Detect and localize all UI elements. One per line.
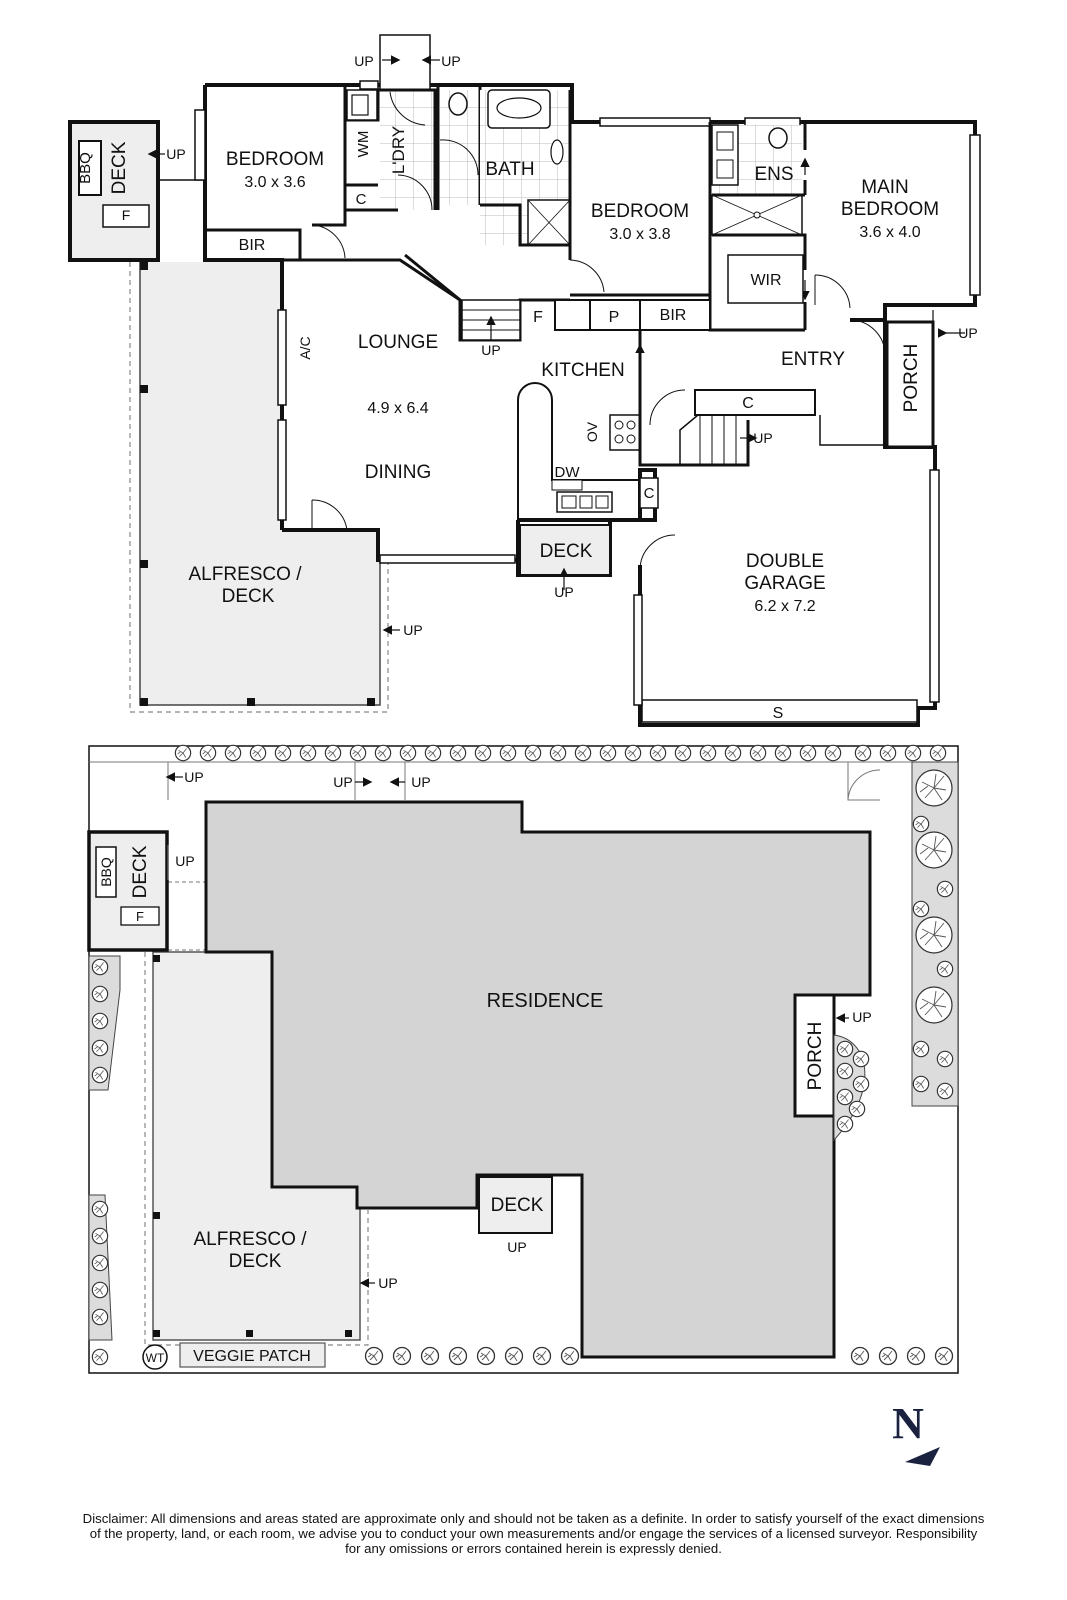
site-up-top-left: UP (184, 769, 203, 785)
wm-label: WM (355, 131, 372, 158)
dining-label: DINING (365, 462, 432, 483)
bath-label: BATH (485, 159, 534, 180)
north-compass: N (892, 1399, 940, 1466)
garage-line2: GARAGE (744, 573, 825, 594)
garage-size: 6.2 x 7.2 (754, 598, 815, 615)
alfresco-line2: DECK (222, 586, 275, 607)
lounge-label: LOUNGE (358, 332, 438, 353)
disclaimer-line-2: of the property, land, or each room, we … (89, 1526, 978, 1541)
up-label-kitchen-deck: UP (554, 584, 573, 600)
linen-label: F (533, 309, 543, 326)
residence-footprint (204, 800, 872, 1359)
up-label-top-right: UP (441, 53, 460, 69)
porch-label: PORCH (901, 344, 922, 413)
site-alfresco-line2: DECK (229, 1251, 282, 1272)
site-alfresco-line1: ALFRESCO / (194, 1229, 308, 1250)
ac-label: A/C (297, 336, 313, 359)
laundry-cupboard-label: C (356, 191, 367, 208)
up-label-entry: UP (753, 430, 772, 446)
site-bbq-label: BBQ (98, 857, 114, 887)
pantry-label: P (609, 309, 620, 326)
kitchen-deck-label: DECK (540, 541, 593, 562)
wt-label: WT (146, 1351, 165, 1365)
kitchen-cupboard-label: C (644, 485, 655, 502)
garage-line1: DOUBLE (746, 551, 824, 572)
up-label-porch: UP (958, 325, 977, 341)
bedroom-2-size: 3.0 x 3.8 (609, 226, 670, 243)
bir-label: BIR (239, 237, 266, 254)
floor-plan: BEDROOM 3.0 x 3.6 BIR WM C L'DRY BATH BE… (68, 34, 981, 727)
site-up-top-a: UP (333, 774, 352, 790)
up-label-lounge: UP (481, 342, 500, 358)
bedroom-2-label: BEDROOM (591, 201, 689, 222)
lounge-size: 4.9 x 6.4 (367, 400, 428, 417)
bedroom-1-size: 3.0 x 3.6 (244, 174, 305, 191)
up-label-top-left: UP (354, 53, 373, 69)
site-up-deck: UP (507, 1239, 526, 1255)
entry-cupboard-label: C (742, 395, 754, 412)
side-deck-label: DECK (109, 141, 130, 194)
disclaimer-line-1: Disclaimer: All dimensions and areas sta… (82, 1511, 985, 1526)
entry-label: ENTRY (781, 349, 845, 370)
veggie-patch-label: VEGGIE PATCH (193, 1348, 311, 1365)
main-bedroom-line1: MAIN (861, 177, 909, 198)
site-porch-label: PORCH (805, 1022, 826, 1091)
site-deck-label: DECK (491, 1195, 544, 1216)
wir-label: WIR (750, 272, 781, 289)
site-up-side-deck: UP (175, 853, 194, 869)
main-bedroom-line2: BEDROOM (841, 199, 939, 220)
north-icon: N (892, 1399, 924, 1448)
up-label-alfresco: UP (403, 622, 422, 638)
bedroom-1-label: BEDROOM (226, 149, 324, 170)
site-side-deck-label: DECK (130, 845, 151, 898)
ensuite-label: ENS (754, 164, 793, 185)
residence-label: RESIDENCE (487, 990, 604, 1012)
dishwasher-label: DW (555, 464, 581, 481)
water-tank (142, 1344, 168, 1370)
alfresco-line1: ALFRESCO / (189, 564, 303, 585)
kitchen-label: KITCHEN (541, 360, 624, 381)
bir-2-label: BIR (660, 307, 687, 324)
main-bedroom-size: 3.6 x 4.0 (859, 224, 920, 241)
garage-storage-label: S (773, 705, 784, 722)
site-up-top-b: UP (411, 774, 430, 790)
site-fire-label: F (136, 909, 144, 924)
fire-label: F (122, 207, 131, 223)
site-up-porch: UP (852, 1009, 871, 1025)
disclaimer-line-3: for any omissions or errors contained he… (345, 1541, 722, 1556)
site-up-alfresco: UP (378, 1275, 397, 1291)
alfresco-deck-area (140, 262, 380, 705)
laundry-label: L'DRY (389, 126, 408, 174)
veggie-patch (179, 1342, 326, 1368)
disclaimer: Disclaimer: All dimensions and areas sta… (15, 1511, 1052, 1556)
up-label-side-deck: UP (166, 146, 185, 162)
bbq-label: BBQ (77, 152, 94, 184)
site-plan: RESIDENCE ALFRESCO / DECK DECK PORCH DEC… (87, 744, 959, 1374)
oven-label: OV (584, 421, 600, 442)
